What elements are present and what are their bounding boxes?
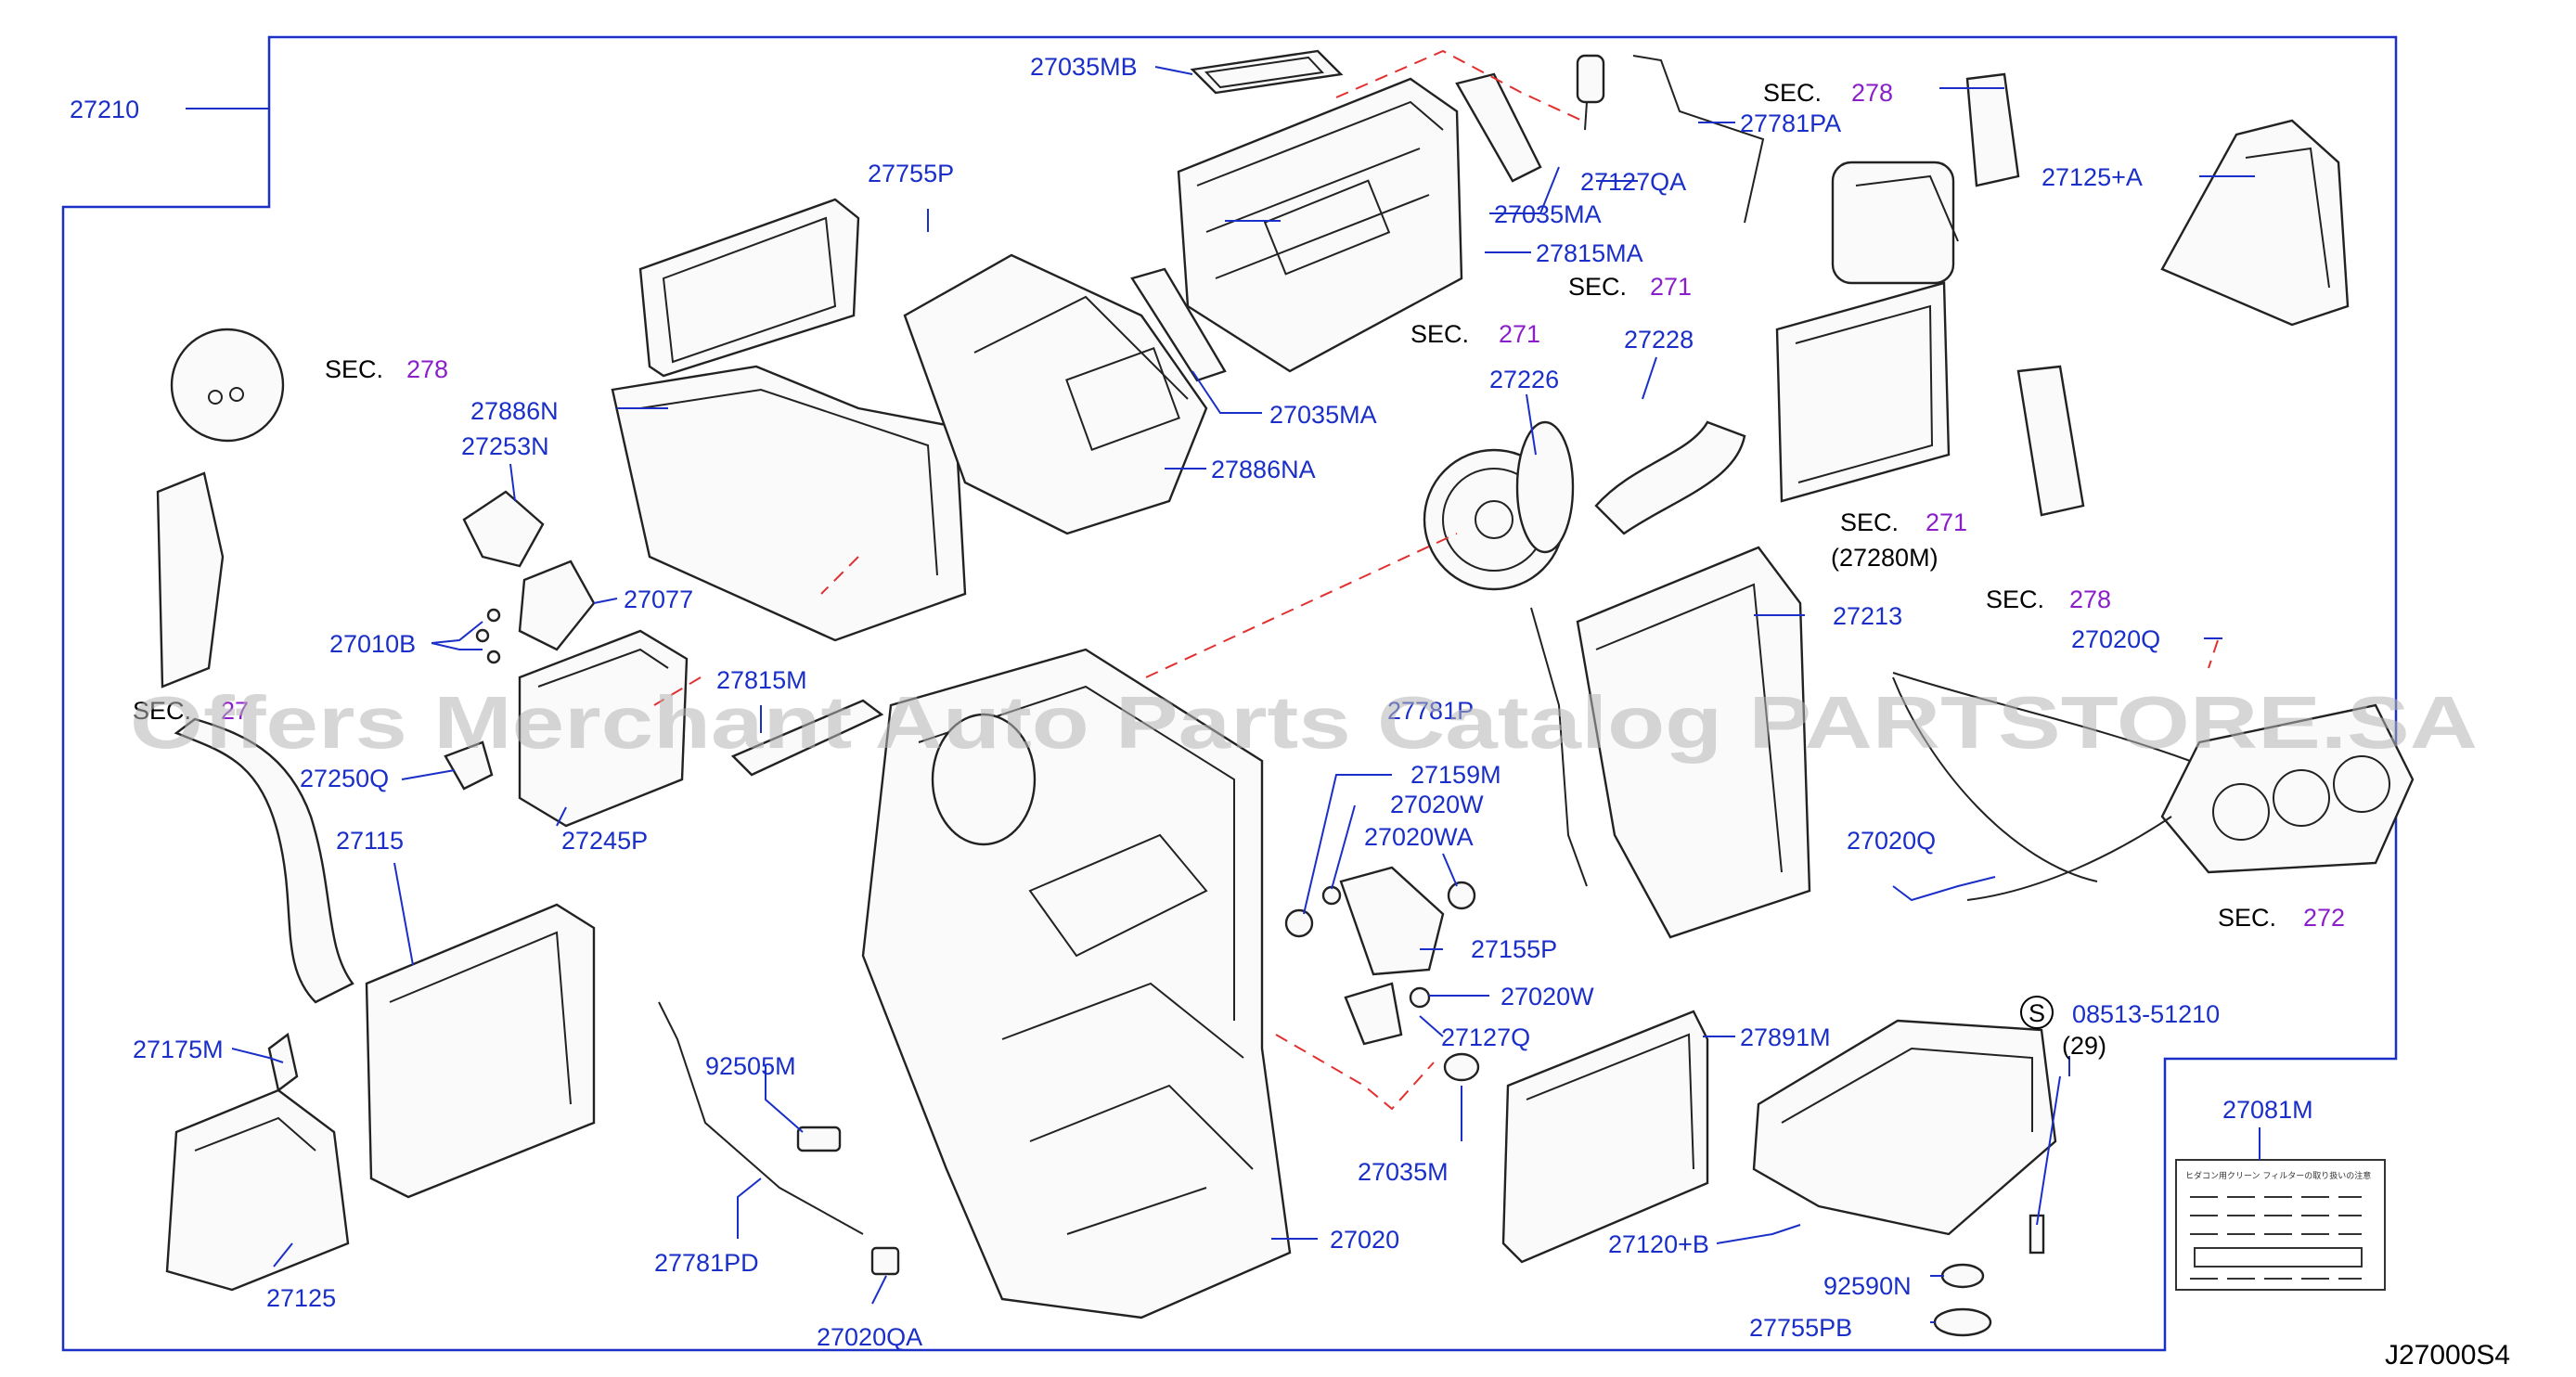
bolt-symbol-circle bbox=[2020, 996, 2054, 1029]
label-27127Q[interactable]: 27127Q bbox=[1441, 1023, 1530, 1051]
sec-27-left-number[interactable]: 27 bbox=[221, 697, 249, 725]
label-27886NA[interactable]: 27886NA bbox=[1211, 456, 1316, 483]
label-27886N[interactable]: 27886N bbox=[470, 397, 559, 425]
label-27280M[interactable]: (27280M) bbox=[1831, 544, 1938, 572]
label-27020QA[interactable]: 27020QA bbox=[817, 1323, 922, 1351]
label-27077[interactable]: 27077 bbox=[624, 586, 693, 613]
sec-278-top-number[interactable]: 278 bbox=[1851, 79, 1893, 107]
label-27755PB[interactable]: 27755PB bbox=[1749, 1314, 1852, 1342]
label-08513-51210[interactable]: 08513-51210 bbox=[2072, 1000, 2220, 1028]
label-27127QA[interactable]: 27127QA bbox=[1580, 168, 1686, 196]
label-27175M[interactable]: 27175M bbox=[133, 1036, 224, 1063]
label-27125[interactable]: 27125 bbox=[266, 1284, 336, 1312]
label-27010B[interactable]: 27010B bbox=[329, 630, 416, 658]
sec-278-right-number[interactable]: 278 bbox=[2069, 586, 2111, 613]
label-27120B[interactable]: 27120+B bbox=[1608, 1230, 1709, 1258]
label-27020W-upper[interactable]: 27020W bbox=[1390, 791, 1484, 818]
label-27755P[interactable]: 27755P bbox=[868, 160, 954, 187]
label-27020WA[interactable]: 27020WA bbox=[1364, 823, 1474, 851]
label-92505M[interactable]: 92505M bbox=[705, 1052, 796, 1080]
label-27125A[interactable]: 27125+A bbox=[2041, 163, 2143, 191]
sec-278-left-word: SEC. bbox=[325, 355, 383, 383]
label-27815M[interactable]: 27815M bbox=[716, 666, 807, 694]
label-27155P[interactable]: 27155P bbox=[1471, 935, 1557, 963]
diagram-reference-code: J27000S4 bbox=[2385, 1340, 2510, 1371]
sec-278-left-number[interactable]: 278 bbox=[406, 355, 448, 383]
section-references: SEC. 278 SEC. 271 SEC. 271 SEC. 278 SEC.… bbox=[133, 79, 2345, 932]
label-27213[interactable]: 27213 bbox=[1833, 602, 1902, 630]
sec-271-a-word: SEC. bbox=[1568, 273, 1627, 301]
label-92590N[interactable]: 92590N bbox=[1823, 1272, 1912, 1300]
label-27035MA-upper[interactable]: 27035MA bbox=[1494, 200, 1602, 228]
sec-271-filter-number[interactable]: 271 bbox=[1926, 508, 1967, 536]
label-27035M[interactable]: 27035M bbox=[1358, 1158, 1449, 1186]
label-sheet-header: ヒダコン用クリーン フィルターの取り扱いの注意 bbox=[2185, 1170, 2371, 1181]
label-27020W-lower[interactable]: 27020W bbox=[1501, 983, 1594, 1010]
label-27228[interactable]: 27228 bbox=[1624, 326, 1694, 354]
label-27781PA[interactable]: 27781PA bbox=[1740, 109, 1841, 137]
label-27210[interactable]: 27210 bbox=[70, 96, 139, 123]
caution-label-sheet bbox=[2175, 1159, 2386, 1291]
label-27245P[interactable]: 27245P bbox=[561, 827, 648, 855]
label-27226[interactable]: 27226 bbox=[1489, 366, 1559, 393]
label-27020Q-upper[interactable]: 27020Q bbox=[2071, 625, 2160, 653]
part-labels: 27210 27035MB 27781PA 27127QA 27035MA 27… bbox=[70, 53, 2313, 1351]
label-27781P[interactable]: 27781P bbox=[1387, 697, 1474, 725]
label-27035MB[interactable]: 27035MB bbox=[1030, 53, 1138, 81]
watermark: Offers Merchant Auto Parts Catalog PARTS… bbox=[130, 681, 2478, 764]
label-27020[interactable]: 27020 bbox=[1330, 1226, 1399, 1254]
leader-lines bbox=[186, 66, 2260, 1323]
sec-271-filter-word: SEC. bbox=[1840, 508, 1899, 536]
sec-271-b-word: SEC. bbox=[1410, 320, 1469, 348]
label-27115[interactable]: 27115 bbox=[336, 827, 404, 855]
label-27250Q[interactable]: 27250Q bbox=[300, 765, 389, 792]
sec-27-left-word: SEC. bbox=[133, 697, 191, 725]
parts-artwork: ヒダコン用クリーン フィルターの取り扱いの注意 bbox=[156, 49, 2415, 1337]
label-27081M[interactable]: 27081M bbox=[2222, 1096, 2313, 1124]
diagram-border bbox=[61, 35, 2398, 1352]
sec-271-b-number[interactable]: 271 bbox=[1499, 320, 1540, 348]
bolt-symbol: S bbox=[2029, 999, 2045, 1027]
label-27159M[interactable]: 27159M bbox=[1410, 761, 1501, 789]
sec-278-right-word: SEC. bbox=[1986, 586, 2044, 613]
label-27035MA-lower[interactable]: 27035MA bbox=[1269, 401, 1377, 429]
label-27253N[interactable]: 27253N bbox=[461, 432, 549, 460]
alignment-lines bbox=[653, 49, 2219, 1111]
label-08513-quantity: (29) bbox=[2062, 1032, 2106, 1060]
label-27781PD[interactable]: 27781PD bbox=[654, 1249, 759, 1277]
sec-271-a-number[interactable]: 271 bbox=[1650, 273, 1692, 301]
sec-272-number[interactable]: 272 bbox=[2303, 904, 2345, 932]
label-27815MA[interactable]: 27815MA bbox=[1536, 239, 1643, 267]
sec-278-top-word: SEC. bbox=[1763, 79, 1822, 107]
sec-272-word: SEC. bbox=[2218, 904, 2276, 932]
label-27891M[interactable]: 27891M bbox=[1740, 1023, 1831, 1051]
label-27020Q-lower[interactable]: 27020Q bbox=[1847, 827, 1936, 855]
